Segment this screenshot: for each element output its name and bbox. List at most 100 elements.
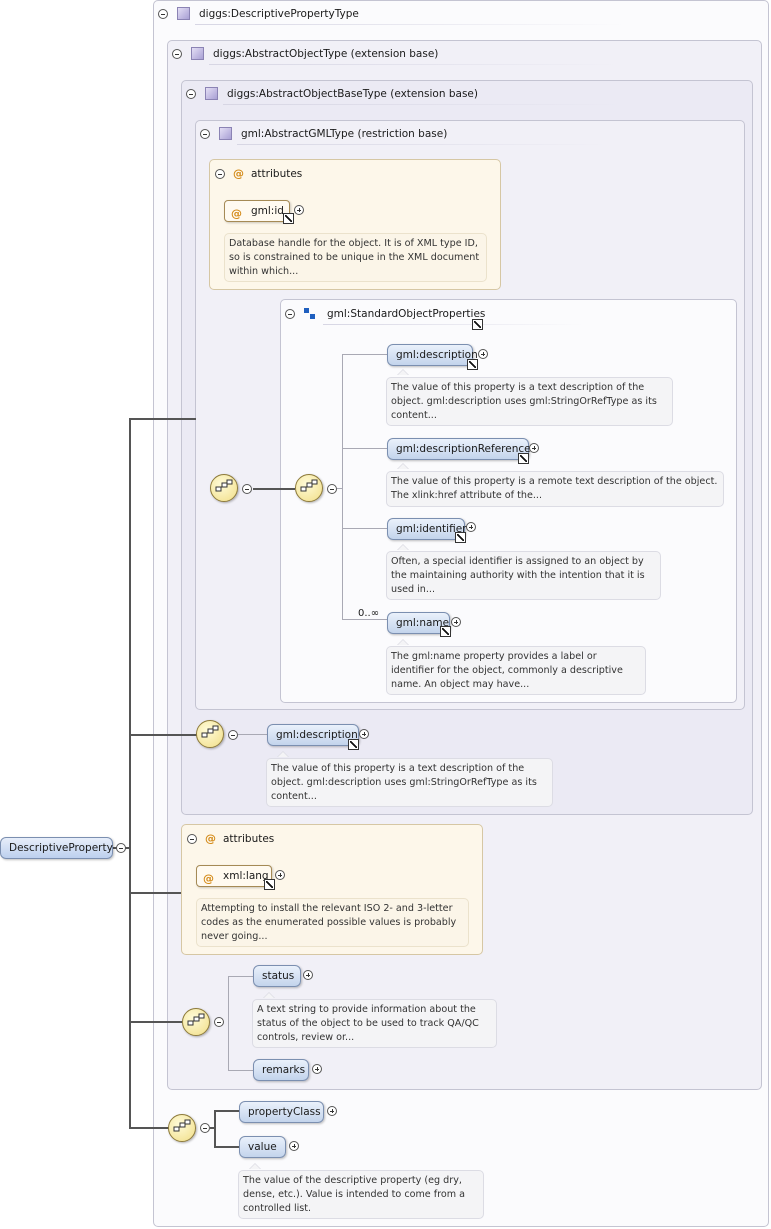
sequence-compositor-icon[interactable]	[182, 1008, 210, 1036]
expand-icon[interactable]	[359, 729, 369, 739]
connector	[210, 1127, 215, 1129]
type-name: diggs:AbstractObjectBaseType (extension …	[227, 88, 478, 100]
gml-description-doc: The value of this property is a text des…	[386, 377, 673, 426]
attributes-header: @ attributes	[185, 831, 475, 847]
standard-props-header: gml:StandardObjectProperties	[283, 306, 723, 325]
lang-attributes-box: @ attributes @ xml:lang Attempting to in…	[181, 824, 483, 955]
collapse-icon[interactable]	[172, 49, 182, 59]
type-name: gml:AbstractGMLType (restriction base)	[241, 128, 448, 140]
expand-icon[interactable]	[478, 349, 488, 359]
collapse-icon[interactable]	[228, 730, 238, 740]
sequence-line	[228, 1070, 253, 1071]
expand-icon[interactable]	[303, 970, 313, 980]
link-arrow-icon[interactable]	[518, 453, 529, 464]
connector	[129, 418, 131, 1129]
expand-icon[interactable]	[312, 1064, 322, 1074]
expand-icon[interactable]	[466, 522, 476, 532]
attribute-icon: @	[205, 832, 216, 845]
complex-type-icon	[177, 7, 190, 20]
remarks-element[interactable]: remarks	[253, 1059, 309, 1081]
attributes-title: attributes	[223, 833, 275, 845]
collapse-icon[interactable]	[200, 1123, 210, 1133]
attribute-name: xml:lang	[223, 870, 269, 882]
complex-type-icon	[191, 47, 204, 60]
gml-description-element[interactable]: gml:description	[387, 344, 478, 366]
status-doc: A text string to provide information abo…	[252, 999, 497, 1048]
type-name: diggs:AbstractObjectType (extension base…	[213, 48, 439, 60]
attribute-icon: @	[203, 872, 214, 885]
complex-type-icon	[219, 127, 232, 140]
collapse-icon[interactable]	[200, 129, 210, 139]
sequence-line	[342, 448, 387, 449]
attribute-icon: @	[231, 207, 242, 220]
sequence-line	[228, 976, 229, 1070]
sequence-compositor-icon[interactable]	[168, 1114, 196, 1142]
collapse-icon[interactable]	[242, 484, 252, 494]
xml-lang-attribute[interactable]: @ xml:lang	[196, 865, 272, 887]
link-arrow-icon[interactable]	[440, 626, 451, 637]
connector	[129, 1021, 182, 1023]
collapse-icon[interactable]	[187, 834, 197, 844]
sequence-line	[342, 619, 387, 620]
property-class-element[interactable]: propertyClass	[239, 1101, 324, 1123]
sequence-compositor-icon[interactable]	[210, 474, 238, 502]
gml-identifier-doc: Often, a special identifier is assigned …	[386, 551, 661, 600]
connector	[129, 1127, 169, 1129]
connector	[129, 892, 182, 894]
sequence-line	[342, 354, 343, 619]
complex-type-icon	[205, 87, 218, 100]
expand-icon[interactable]	[529, 443, 539, 453]
sequence-compositor-icon[interactable]	[196, 720, 224, 748]
abstract-object-base-type-header: diggs:AbstractObjectBaseType (extension …	[183, 86, 743, 105]
link-arrow-icon[interactable]	[264, 879, 275, 890]
descriptive-property-root[interactable]: DescriptiveProperty	[0, 837, 113, 859]
collapse-icon[interactable]	[158, 9, 168, 19]
link-arrow-icon[interactable]	[455, 532, 466, 543]
value-element[interactable]: value	[239, 1136, 286, 1158]
collapse-icon[interactable]	[186, 89, 196, 99]
base-gml-description-element[interactable]: gml:description	[267, 724, 359, 746]
expand-icon[interactable]	[294, 205, 304, 215]
status-element[interactable]: status	[253, 965, 301, 987]
connector	[253, 488, 295, 490]
group-name: gml:StandardObjectProperties	[327, 308, 486, 320]
gml-identifier-element[interactable]: gml:identifier	[387, 518, 466, 540]
expand-icon[interactable]	[289, 1141, 299, 1151]
attributes-header: @ attributes	[213, 166, 493, 182]
sequence-line	[337, 488, 343, 489]
type-name: diggs:DescriptivePropertyType	[199, 8, 359, 20]
occurrence-label: 0..∞	[358, 608, 380, 619]
gml-description-reference-element[interactable]: gml:descriptionReference	[387, 438, 531, 460]
link-arrow-icon[interactable]	[467, 359, 478, 370]
collapse-icon[interactable]	[116, 843, 126, 853]
collapse-icon[interactable]	[214, 1017, 224, 1027]
abstract-object-type-header: diggs:AbstractObjectType (extension base…	[169, 46, 749, 65]
descriptive-type-header: diggs:DescriptivePropertyType	[155, 6, 755, 25]
gml-attributes-box: @ attributes @ gml:id Database handle fo…	[209, 159, 501, 290]
sequence-compositor-icon[interactable]	[295, 474, 323, 502]
collapse-icon[interactable]	[327, 484, 337, 494]
link-arrow-icon[interactable]	[472, 319, 483, 330]
gml-name-doc: The gml:name property provides a label o…	[386, 646, 646, 695]
sequence-line	[342, 528, 387, 529]
sequence-line	[342, 354, 387, 355]
connector	[129, 734, 197, 736]
connector	[214, 1146, 240, 1148]
link-arrow-icon[interactable]	[348, 739, 359, 750]
group-icon	[304, 308, 315, 319]
gml-description-reference-doc: The value of this property is a remote t…	[386, 471, 724, 507]
connector	[238, 734, 268, 735]
gml-name-element[interactable]: gml:name	[387, 612, 450, 634]
collapse-icon[interactable]	[285, 309, 295, 319]
expand-icon[interactable]	[451, 617, 461, 627]
connector	[129, 418, 196, 420]
expand-icon[interactable]	[275, 870, 285, 880]
sequence-line	[228, 976, 253, 977]
expand-icon[interactable]	[327, 1106, 337, 1116]
collapse-icon[interactable]	[215, 169, 225, 179]
gml-id-attribute[interactable]: @ gml:id	[224, 200, 290, 222]
abstract-gml-type-header: gml:AbstractGMLType (restriction base)	[197, 126, 737, 145]
base-gml-description-doc: The value of this property is a text des…	[266, 758, 553, 807]
attribute-name: gml:id	[251, 205, 284, 217]
link-arrow-icon[interactable]	[283, 213, 294, 224]
